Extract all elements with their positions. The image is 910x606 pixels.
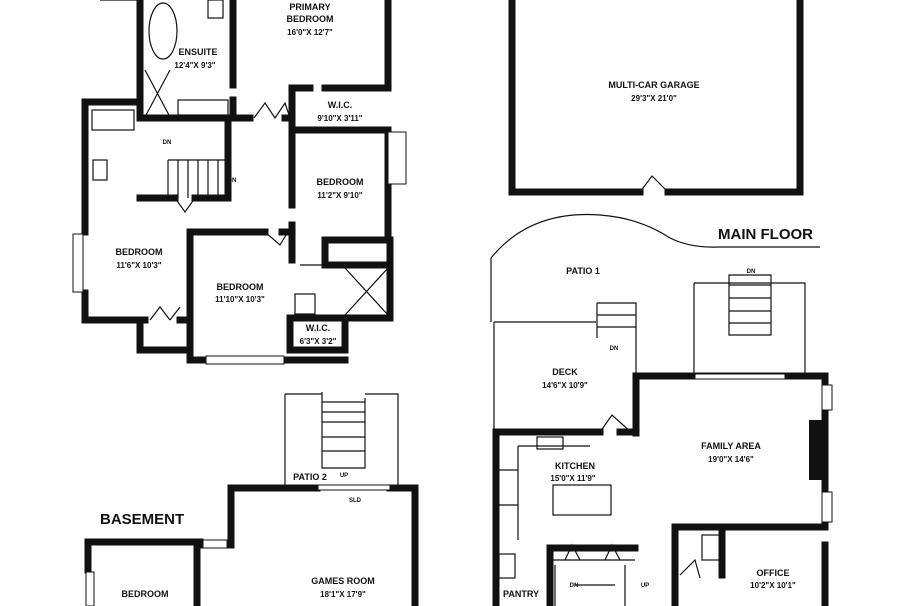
- room-name: W.I.C.: [306, 323, 331, 333]
- stair-label-dn: DN: [570, 583, 579, 589]
- basement: BASEMENT PATIO 2 UP SLD GAMES ROOM 18'1"…: [84, 392, 419, 606]
- room-name: PATIO 1: [566, 266, 600, 276]
- stair-label-up: UP: [641, 583, 649, 589]
- upper-floor: DN DN PRIMARY BEDROOM 16'0"X 12'7" ENSUI…: [72, 0, 407, 365]
- room-name: BEDROOM: [317, 177, 364, 187]
- kitchen-island: [552, 484, 612, 516]
- stair-label-dn: DN: [228, 178, 237, 184]
- floor-title-basement: BASEMENT: [100, 511, 184, 528]
- room-dims: 19'0"X 14'6": [708, 455, 754, 464]
- room-name: PATIO 2: [293, 472, 327, 482]
- stair-label-dn: DN: [163, 140, 172, 146]
- room-dims: 29'3"X 21'0": [631, 94, 677, 103]
- room-dims: 6'3"X 3'2": [300, 337, 337, 346]
- room-name: BEDROOM: [122, 589, 169, 599]
- door-label-sld: SLD: [349, 498, 362, 504]
- room-dims: 14'6"X 10'9": [542, 381, 588, 390]
- room-dims: 18'1"X 17'9": [320, 590, 366, 599]
- room-name: OFFICE: [757, 568, 790, 578]
- stair-label-up: UP: [340, 473, 348, 479]
- room-name: BEDROOM: [287, 14, 334, 24]
- room-dims: 11'10"X 10'3": [215, 295, 265, 304]
- room-name: PANTRY: [503, 589, 539, 599]
- room-name: BEDROOM: [217, 282, 264, 292]
- room-name: GAMES ROOM: [311, 576, 375, 586]
- room-name: PRIMARY: [289, 2, 330, 12]
- room-dims: 12'4"X 9'3": [174, 61, 215, 70]
- room-name: MULTI-CAR GARAGE: [608, 80, 699, 90]
- room-dims: 10'2"X 10'1": [750, 581, 796, 590]
- room-name: KITCHEN: [555, 461, 595, 471]
- room-dims: 16'0"X 12'7": [287, 28, 333, 37]
- room-dims: 9'10"X 3'11": [317, 114, 362, 123]
- room-dims: 11'2"X 9'10": [317, 191, 362, 200]
- room-name: DECK: [552, 367, 578, 377]
- stair-label-dn: DN: [610, 346, 619, 352]
- room-dims: 11'6"X 10'3": [116, 261, 161, 270]
- stair-label-dn: DN: [747, 269, 756, 275]
- room-name: BEDROOM: [116, 247, 163, 257]
- floor-title-main: MAIN FLOOR: [718, 226, 813, 243]
- room-dims: 15'0"X 11'9": [550, 474, 595, 483]
- room-name: W.I.C.: [328, 100, 353, 110]
- room-name: FAMILY AREA: [701, 441, 761, 451]
- room-name: ENSUITE: [178, 47, 217, 57]
- main-floor: MULTI-CAR GARAGE 29'3"X 21'0" MAIN FLOOR…: [490, 0, 833, 606]
